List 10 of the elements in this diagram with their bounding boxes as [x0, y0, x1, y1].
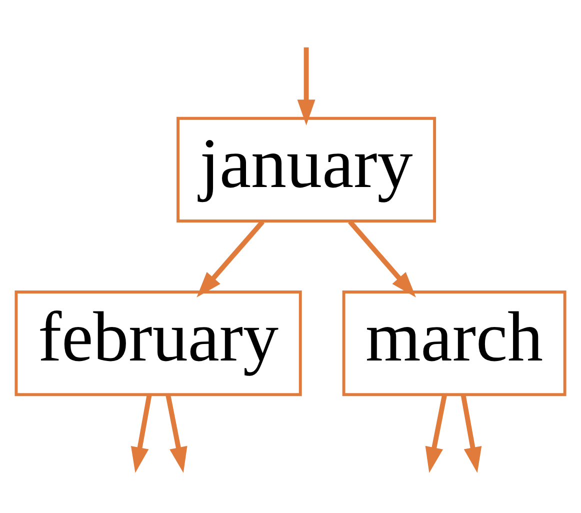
- arrow: [425, 394, 447, 473]
- arrow: [196, 220, 265, 298]
- arrow: [348, 220, 416, 298]
- arrow: [297, 47, 316, 126]
- node-box: february: [14, 290, 302, 396]
- arrow: [166, 394, 188, 473]
- node-box: march: [342, 290, 566, 396]
- arrow: [130, 394, 152, 473]
- arrow: [460, 394, 482, 473]
- node-box: january: [176, 116, 436, 222]
